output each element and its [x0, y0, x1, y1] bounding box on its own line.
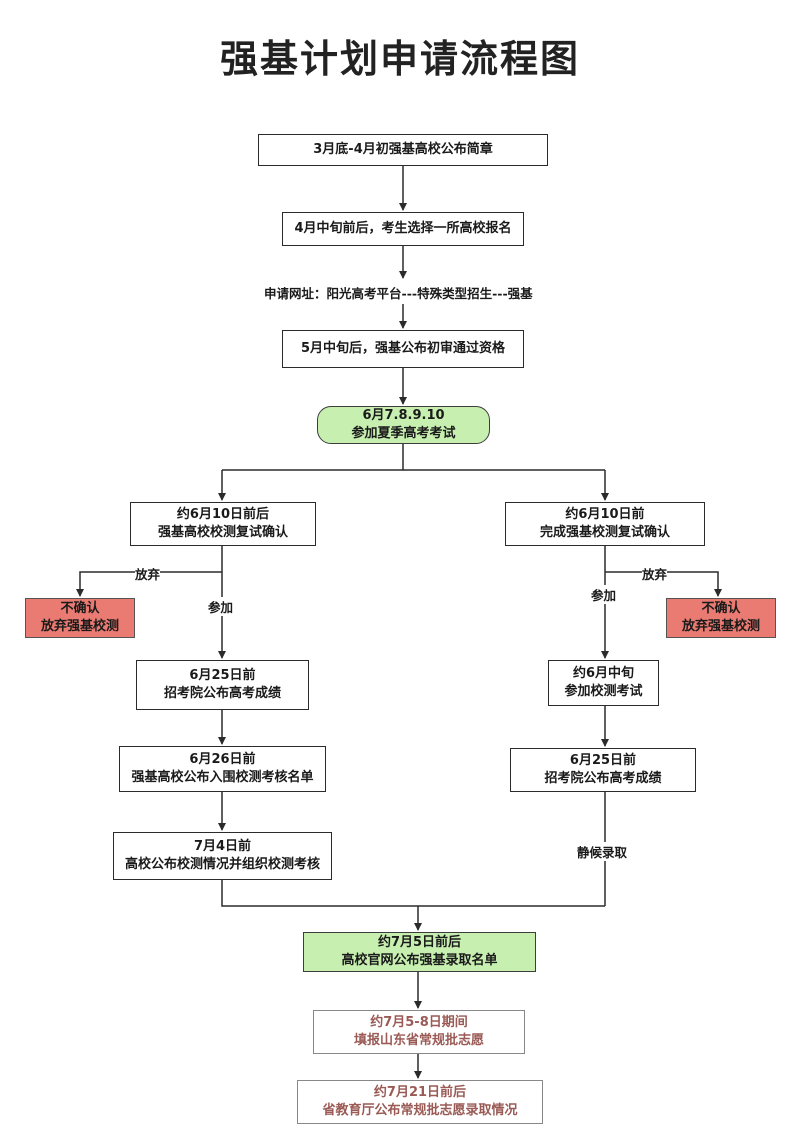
edge-label-left-join: 参加	[208, 597, 234, 616]
node-left-shortlist: 6月26日前 强基高校公布入围校测考核名单	[119, 746, 326, 792]
apply-url-note: 申请网址：阳光高考平台---特殊类型招生---强基	[264, 283, 533, 302]
node-gaokao-exam-line1: 6月7.8.9.10	[362, 408, 445, 423]
edge-label-right-giveup: 放弃	[642, 564, 668, 583]
node-left-confirm-line1: 约6月10日前后	[176, 507, 270, 522]
node-right-confirm-line2: 完成强基校测复试确认	[539, 525, 670, 540]
node-admission-list-line1: 约7月5日前后	[377, 935, 462, 950]
node-right-score-line2: 招考院公布高考成绩	[544, 771, 662, 786]
node-announce: 3月底-4月初强基高校公布简章	[258, 134, 548, 166]
node-left-shortlist-line2: 强基高校公布入围校测考核名单	[131, 770, 314, 785]
node-left-score-line2: 招考院公布高考成绩	[163, 686, 281, 701]
node-admission-results-line1: 约7月21日前后	[373, 1085, 467, 1100]
node-right-school-test: 约6月中旬 参加校测考试	[548, 660, 659, 706]
node-right-confirm: 约6月10日前 完成强基校测复试确认	[505, 502, 705, 546]
page-title: 强基计划申请流程图	[219, 37, 580, 81]
node-left-score: 6月25日前 招考院公布高考成绩	[136, 660, 309, 710]
node-fill-application-line1: 约7月5-8日期间	[370, 1015, 468, 1030]
node-gaokao-exam: 6月7.8.9.10 参加夏季高考考试	[317, 406, 490, 444]
node-left-shortlist-line1: 6月26日前	[189, 752, 256, 767]
node-admission-results-line2: 省教育厅公布常规批志愿录取情况	[322, 1103, 518, 1118]
node-gaokao-exam-line2: 参加夏季高考考试	[351, 426, 456, 441]
node-right-giveup-line1: 不确认	[701, 601, 741, 616]
edge-label-right-join: 参加	[591, 585, 617, 604]
node-right-school-test-line1: 约6月中旬	[572, 666, 635, 681]
node-left-giveup-line2: 放弃强基校测	[40, 619, 119, 634]
node-left-score-line1: 6月25日前	[189, 668, 256, 683]
node-preliminary-review: 5月中旬后，强基公布初审通过资格	[282, 330, 524, 368]
node-announce-text: 3月底-4月初强基高校公布简章	[313, 142, 493, 157]
node-right-confirm-line1: 约6月10日前	[565, 507, 645, 522]
edge-left-giveup	[76, 571, 222, 597]
node-fill-application-line2: 填报山东省常规批志愿	[353, 1033, 484, 1048]
edge-label-right-wait: 静候录取	[577, 842, 628, 861]
node-left-giveup: 不确认 放弃强基校测	[25, 598, 135, 638]
node-left-confirm-line2: 强基高校校测复试确认	[157, 525, 288, 540]
node-right-score: 6月25日前 招考院公布高考成绩	[510, 748, 696, 792]
edge-label-left-giveup: 放弃	[135, 564, 161, 583]
node-left-school-test: 7月4日前 高校公布校测情况并组织校测考核	[113, 832, 332, 880]
edge-left-merge	[221, 880, 605, 907]
edge-split	[222, 444, 404, 471]
node-admission-list: 约7月5日前后 高校官网公布强基录取名单	[303, 932, 536, 972]
node-fill-application: 约7月5-8日期间 填报山东省常规批志愿	[313, 1010, 525, 1054]
node-left-school-test-line1: 7月4日前	[193, 839, 252, 854]
node-admission-list-line2: 高校官网公布强基录取名单	[341, 953, 498, 968]
node-admission-results: 约7月21日前后 省教育厅公布常规批志愿录取情况	[297, 1080, 543, 1124]
node-preliminary-review-text: 5月中旬后，强基公布初审通过资格	[300, 341, 506, 356]
node-right-giveup: 不确认 放弃强基校测	[666, 598, 776, 638]
node-right-giveup-line2: 放弃强基校测	[681, 619, 760, 634]
node-left-giveup-line1: 不确认	[60, 601, 100, 616]
node-register-text: 4月中旬前后，考生选择一所高校报名	[294, 221, 512, 236]
node-register: 4月中旬前后，考生选择一所高校报名	[282, 212, 524, 246]
node-right-score-line1: 6月25日前	[569, 753, 637, 768]
node-left-school-test-line2: 高校公布校测情况并组织校测考核	[124, 857, 320, 872]
node-left-confirm: 约6月10日前后 强基高校校测复试确认	[130, 502, 316, 546]
node-right-school-test-line2: 参加校测考试	[564, 684, 643, 699]
